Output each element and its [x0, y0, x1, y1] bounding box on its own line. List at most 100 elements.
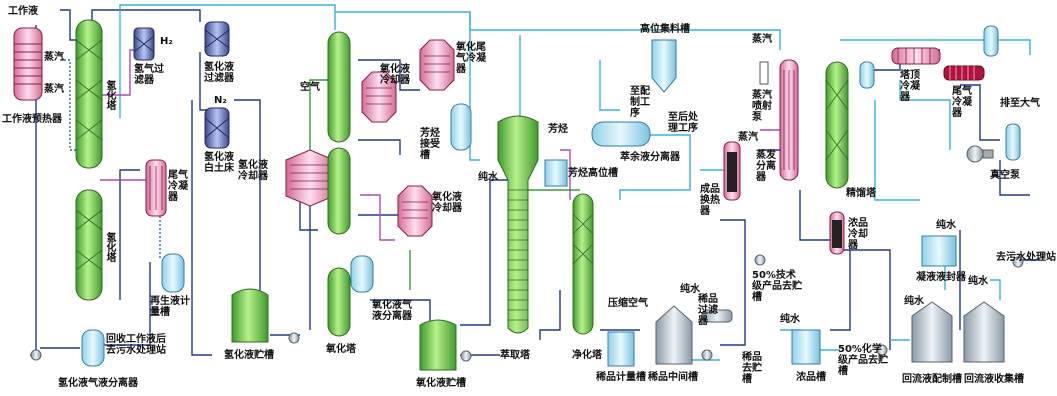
label-h2: H₂ [160, 36, 173, 47]
label-pure-water: 纯水 [680, 284, 700, 295]
distillation-tower-icon [825, 61, 849, 189]
regen-meter-icon [161, 253, 185, 293]
label-reflux-collect: 回流液收集槽 [964, 374, 1024, 385]
label-purif-tower: 净化塔 [572, 350, 602, 361]
label-crude-storage: 稀品去贮槽 [742, 352, 762, 385]
condensate-seal-icon [921, 235, 957, 267]
label-preheater: 工作液预热器 [2, 114, 62, 125]
label-steam: 蒸汽 [752, 34, 772, 45]
label-crude-meter: 稀品计量槽 [596, 372, 646, 383]
label-to-dosing: 至配制工序 [630, 86, 650, 119]
label-h2-filter: 氢气过滤器 [134, 64, 164, 86]
label-steam: 蒸汽 [44, 52, 64, 63]
label-chem-grade: 50%化学级产品去贮槽 [838, 344, 888, 377]
label-vacuum-pump: 真空泵 [990, 170, 1020, 181]
conc-tank-icon [791, 329, 821, 365]
label-working-fluid: 工作液 [8, 6, 38, 17]
label-high-feed: 高位集料槽 [640, 24, 690, 35]
label-filter: 稀品过滤器 [698, 294, 718, 327]
steam-jet-icon [759, 61, 769, 85]
arom-receiver-icon [450, 103, 472, 151]
high-feed-tank-icon [651, 39, 677, 93]
conc-cooler-icon [829, 211, 845, 255]
extraction-tower-icon [497, 115, 539, 334]
label-to-wwtp: 去污水处理站 [996, 252, 1056, 263]
label-oxid-cooler-2: 氧化液冷却器 [432, 192, 462, 214]
label-pure-water: 纯水 [780, 314, 800, 325]
crude-meter-icon [607, 331, 635, 367]
clay-bed-icon [204, 107, 230, 149]
label-condensate-seal: 凝液液封器 [916, 272, 966, 283]
h2-filter-icon [133, 27, 155, 61]
raffinate-separator-icon [591, 121, 651, 147]
label-raffinate: 萃余液分离器 [620, 152, 680, 163]
hydro-storage-icon [231, 288, 269, 343]
label-evaporator: 蒸发分离器 [756, 150, 776, 183]
label-conc-tank: 浓品槽 [796, 372, 826, 383]
label-tail-condenser: 尾气冷凝器 [168, 170, 188, 203]
label-oxid-separator: 氧化液气液分离器 [372, 300, 412, 322]
tower-condenser-icon [891, 47, 941, 65]
vacuum-pump-icon [966, 145, 994, 163]
reflux-collect-icon [963, 301, 1005, 363]
preheater-icon [13, 27, 43, 101]
label-conc-cooler: 浓品冷却器 [848, 218, 868, 251]
reflux-prep-icon [911, 301, 953, 363]
oxid-separator-icon [350, 255, 374, 293]
label-pure-water: 纯水 [478, 172, 498, 183]
label-steam: 蒸汽 [738, 132, 758, 143]
purification-tower-icon [572, 193, 594, 335]
label-to-post: 至后处理工序 [668, 112, 698, 134]
oxid-tail-cooler-icon [419, 39, 455, 91]
evaporator-icon [779, 59, 799, 181]
oxid-cooler-icon [361, 71, 397, 123]
label-extraction-tower: 萃取塔 [500, 350, 530, 361]
hydro-separator-icon [81, 329, 105, 367]
label-pure-water: 纯水 [936, 220, 956, 231]
hydro-cooler-icon [285, 149, 335, 207]
label-reflux-prep: 回流液配制槽 [902, 374, 962, 385]
label-oxid-storage: 氧化液贮槽 [416, 378, 466, 389]
label-hydrogenation-tower: 氢化塔 [104, 80, 115, 110]
label-return-wwtp: 回收工作液后去污水处理站 [106, 334, 166, 356]
pump-icon [30, 349, 42, 361]
label-tail-cooler: 氧化尾气冷凝器 [456, 42, 486, 75]
oxidation-tower-icon [327, 31, 351, 337]
tail-condenser-icon [145, 159, 167, 217]
hydrogenation-tower-icon [75, 19, 103, 301]
label-arom-high-tank: 芳烃高位槽 [568, 168, 618, 179]
oxid-storage-icon [419, 319, 457, 371]
label-tech-grade: 50%技术级产品去贮槽 [752, 270, 802, 303]
label-tail-condenser-2: 尾气冷凝器 [952, 86, 972, 119]
tail-condenser-2-icon [943, 65, 985, 81]
label-air: 空气 [300, 82, 320, 93]
hydro-filter-icon [204, 21, 230, 57]
label-oxid-tower: 氧化塔 [326, 344, 356, 355]
label-arom-tank: 芳烃接受槽 [420, 128, 440, 161]
label-comp-air: 压缩空气 [608, 298, 648, 309]
product-exchanger-icon [723, 141, 741, 201]
label-prod-exchanger: 成品换热器 [700, 184, 720, 217]
label-tower-condenser: 塔顶冷凝器 [900, 70, 920, 103]
label-pure-water: 纯水 [968, 276, 988, 287]
label-hydrogenation-tower: 氢化塔 [104, 232, 115, 262]
label-to-atmos: 排至大气 [1000, 98, 1040, 109]
label-steam: 蒸汽 [44, 84, 64, 95]
label-steam-jet: 蒸汽喷射泵 [752, 90, 772, 123]
crude-mid-icon [655, 305, 693, 365]
label-hydro-filter: 氢化液过滤器 [204, 62, 234, 84]
arom-high-tank-icon [544, 159, 568, 187]
label-hydro-cooler: 氢化液冷却器 [238, 160, 268, 182]
label-clay-bed: 氢化液白土床 [204, 152, 234, 174]
oxid-cooler-2-icon [397, 185, 433, 237]
label-crude-mid: 稀品中间槽 [648, 372, 698, 383]
filter-icon [701, 309, 733, 323]
label-arom: 芳烃 [548, 124, 568, 135]
label-hydro-separator: 氢化液气液分离器 [58, 378, 138, 389]
label-pure-water: 纯水 [904, 296, 924, 307]
label-distill-tower: 精馏塔 [846, 188, 876, 199]
label-regen-meter: 再生液计量槽 [150, 296, 190, 318]
label-oxid-cooler: 氧化液冷却器 [380, 64, 410, 86]
